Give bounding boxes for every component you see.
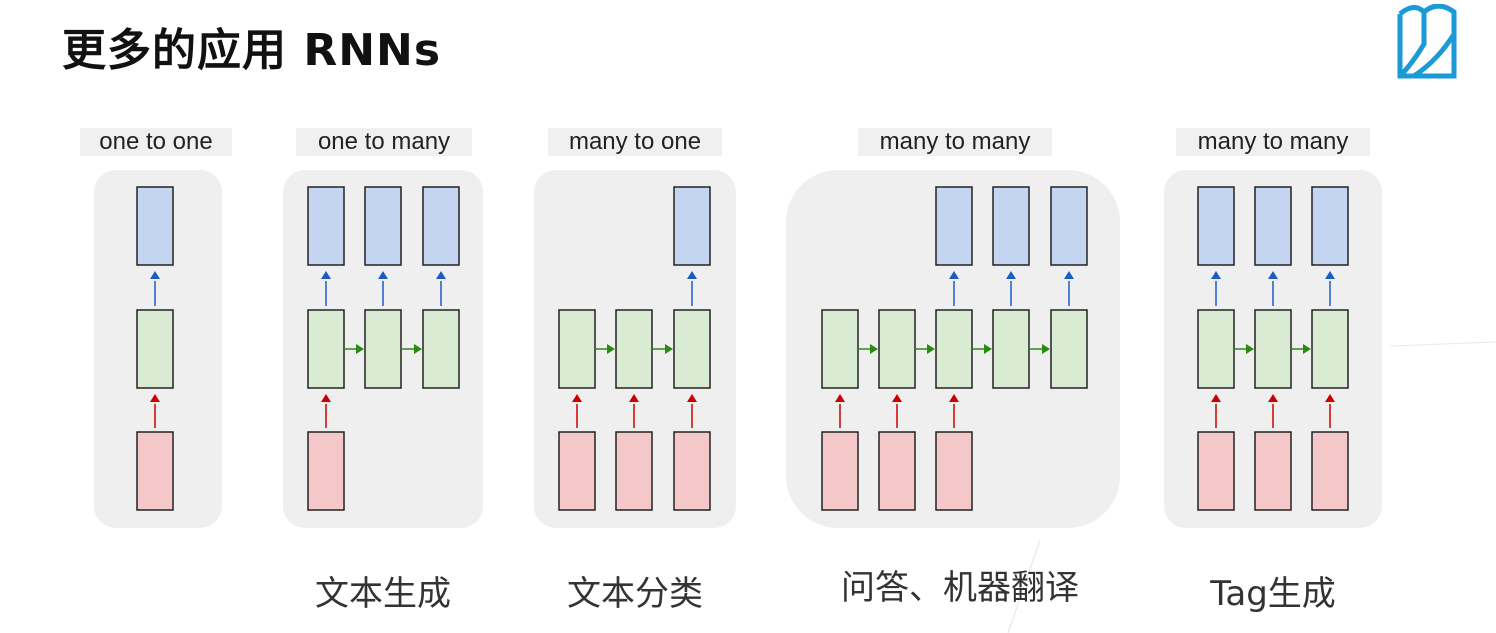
input-cell [1254,431,1292,511]
panel-label-one-to-one: one to one [80,128,232,156]
input-cell [136,431,174,511]
input-arrowhead [892,394,902,402]
output-cell [1254,186,1292,266]
input-arrowhead [835,394,845,402]
input-arrowhead [687,394,697,402]
hidden-cell [821,309,859,389]
input-arrowhead [1268,394,1278,402]
output-arrowhead [949,271,959,279]
output-arrowhead [687,271,697,279]
output-cell [673,186,711,266]
hidden-cell [136,309,174,389]
output-arrowhead [436,271,446,279]
recurrent-arrowhead [414,344,422,354]
output-arrowhead [1064,271,1074,279]
output-cell [1311,186,1349,266]
caption-qa-machine-translation: 问答、机器翻译 [841,568,1079,608]
book-logo-icon [1397,4,1457,79]
recurrent-arrowhead [607,344,615,354]
hidden-cell [992,309,1030,389]
output-arrowhead [1006,271,1016,279]
hidden-cell [878,309,916,389]
output-cell [935,186,973,266]
output-cell [1050,186,1088,266]
output-arrowhead [1325,271,1335,279]
hidden-cell [558,309,596,389]
caption-tag-generation: Tag生成 [1210,574,1336,614]
input-arrowhead [321,394,331,402]
input-cell [558,431,596,511]
output-cell [136,186,174,266]
hidden-cell [1311,309,1349,389]
input-arrowhead [150,394,160,402]
input-cell [1197,431,1235,511]
output-arrowhead [378,271,388,279]
decorative-slash [1007,540,1040,633]
input-cell [1311,431,1349,511]
hidden-cell [1197,309,1235,389]
recurrent-arrowhead [870,344,878,354]
panel-label-many-to-one: many to one [548,128,722,156]
hidden-cell [673,309,711,389]
input-cell [878,431,916,511]
recurrent-arrowhead [356,344,364,354]
input-cell [307,431,345,511]
input-arrowhead [629,394,639,402]
recurrent-arrowhead [1246,344,1254,354]
hidden-cell [1254,309,1292,389]
input-cell [821,431,859,511]
output-arrowhead [1268,271,1278,279]
input-arrowhead [1325,394,1335,402]
recurrent-arrowhead [1042,344,1050,354]
hidden-cell [1050,309,1088,389]
output-cell [422,186,460,266]
decorative-line [1390,341,1496,347]
output-arrowhead [150,271,160,279]
recurrent-arrowhead [984,344,992,354]
panel-label-one-to-many: one to many [296,128,472,156]
input-cell [935,431,973,511]
output-cell [307,186,345,266]
input-cell [673,431,711,511]
hidden-cell [935,309,973,389]
hidden-cell [422,309,460,389]
output-cell [992,186,1030,266]
caption-text-classification: 文本分类 [567,574,703,614]
input-cell [615,431,653,511]
output-cell [364,186,402,266]
hidden-cell [307,309,345,389]
output-cell [1197,186,1235,266]
hidden-cell [364,309,402,389]
page-title: 更多的应用 RNNs [62,25,442,76]
panel-label-many-to-many-seq2seq: many to many [858,128,1052,156]
hidden-cell [615,309,653,389]
input-arrowhead [572,394,582,402]
input-arrowhead [1211,394,1221,402]
input-arrowhead [949,394,959,402]
recurrent-arrowhead [927,344,935,354]
panel-label-many-to-many-tagging: many to many [1176,128,1370,156]
caption-text-generation: 文本生成 [315,574,451,614]
output-arrowhead [321,271,331,279]
recurrent-arrowhead [665,344,673,354]
output-arrowhead [1211,271,1221,279]
recurrent-arrowhead [1303,344,1311,354]
